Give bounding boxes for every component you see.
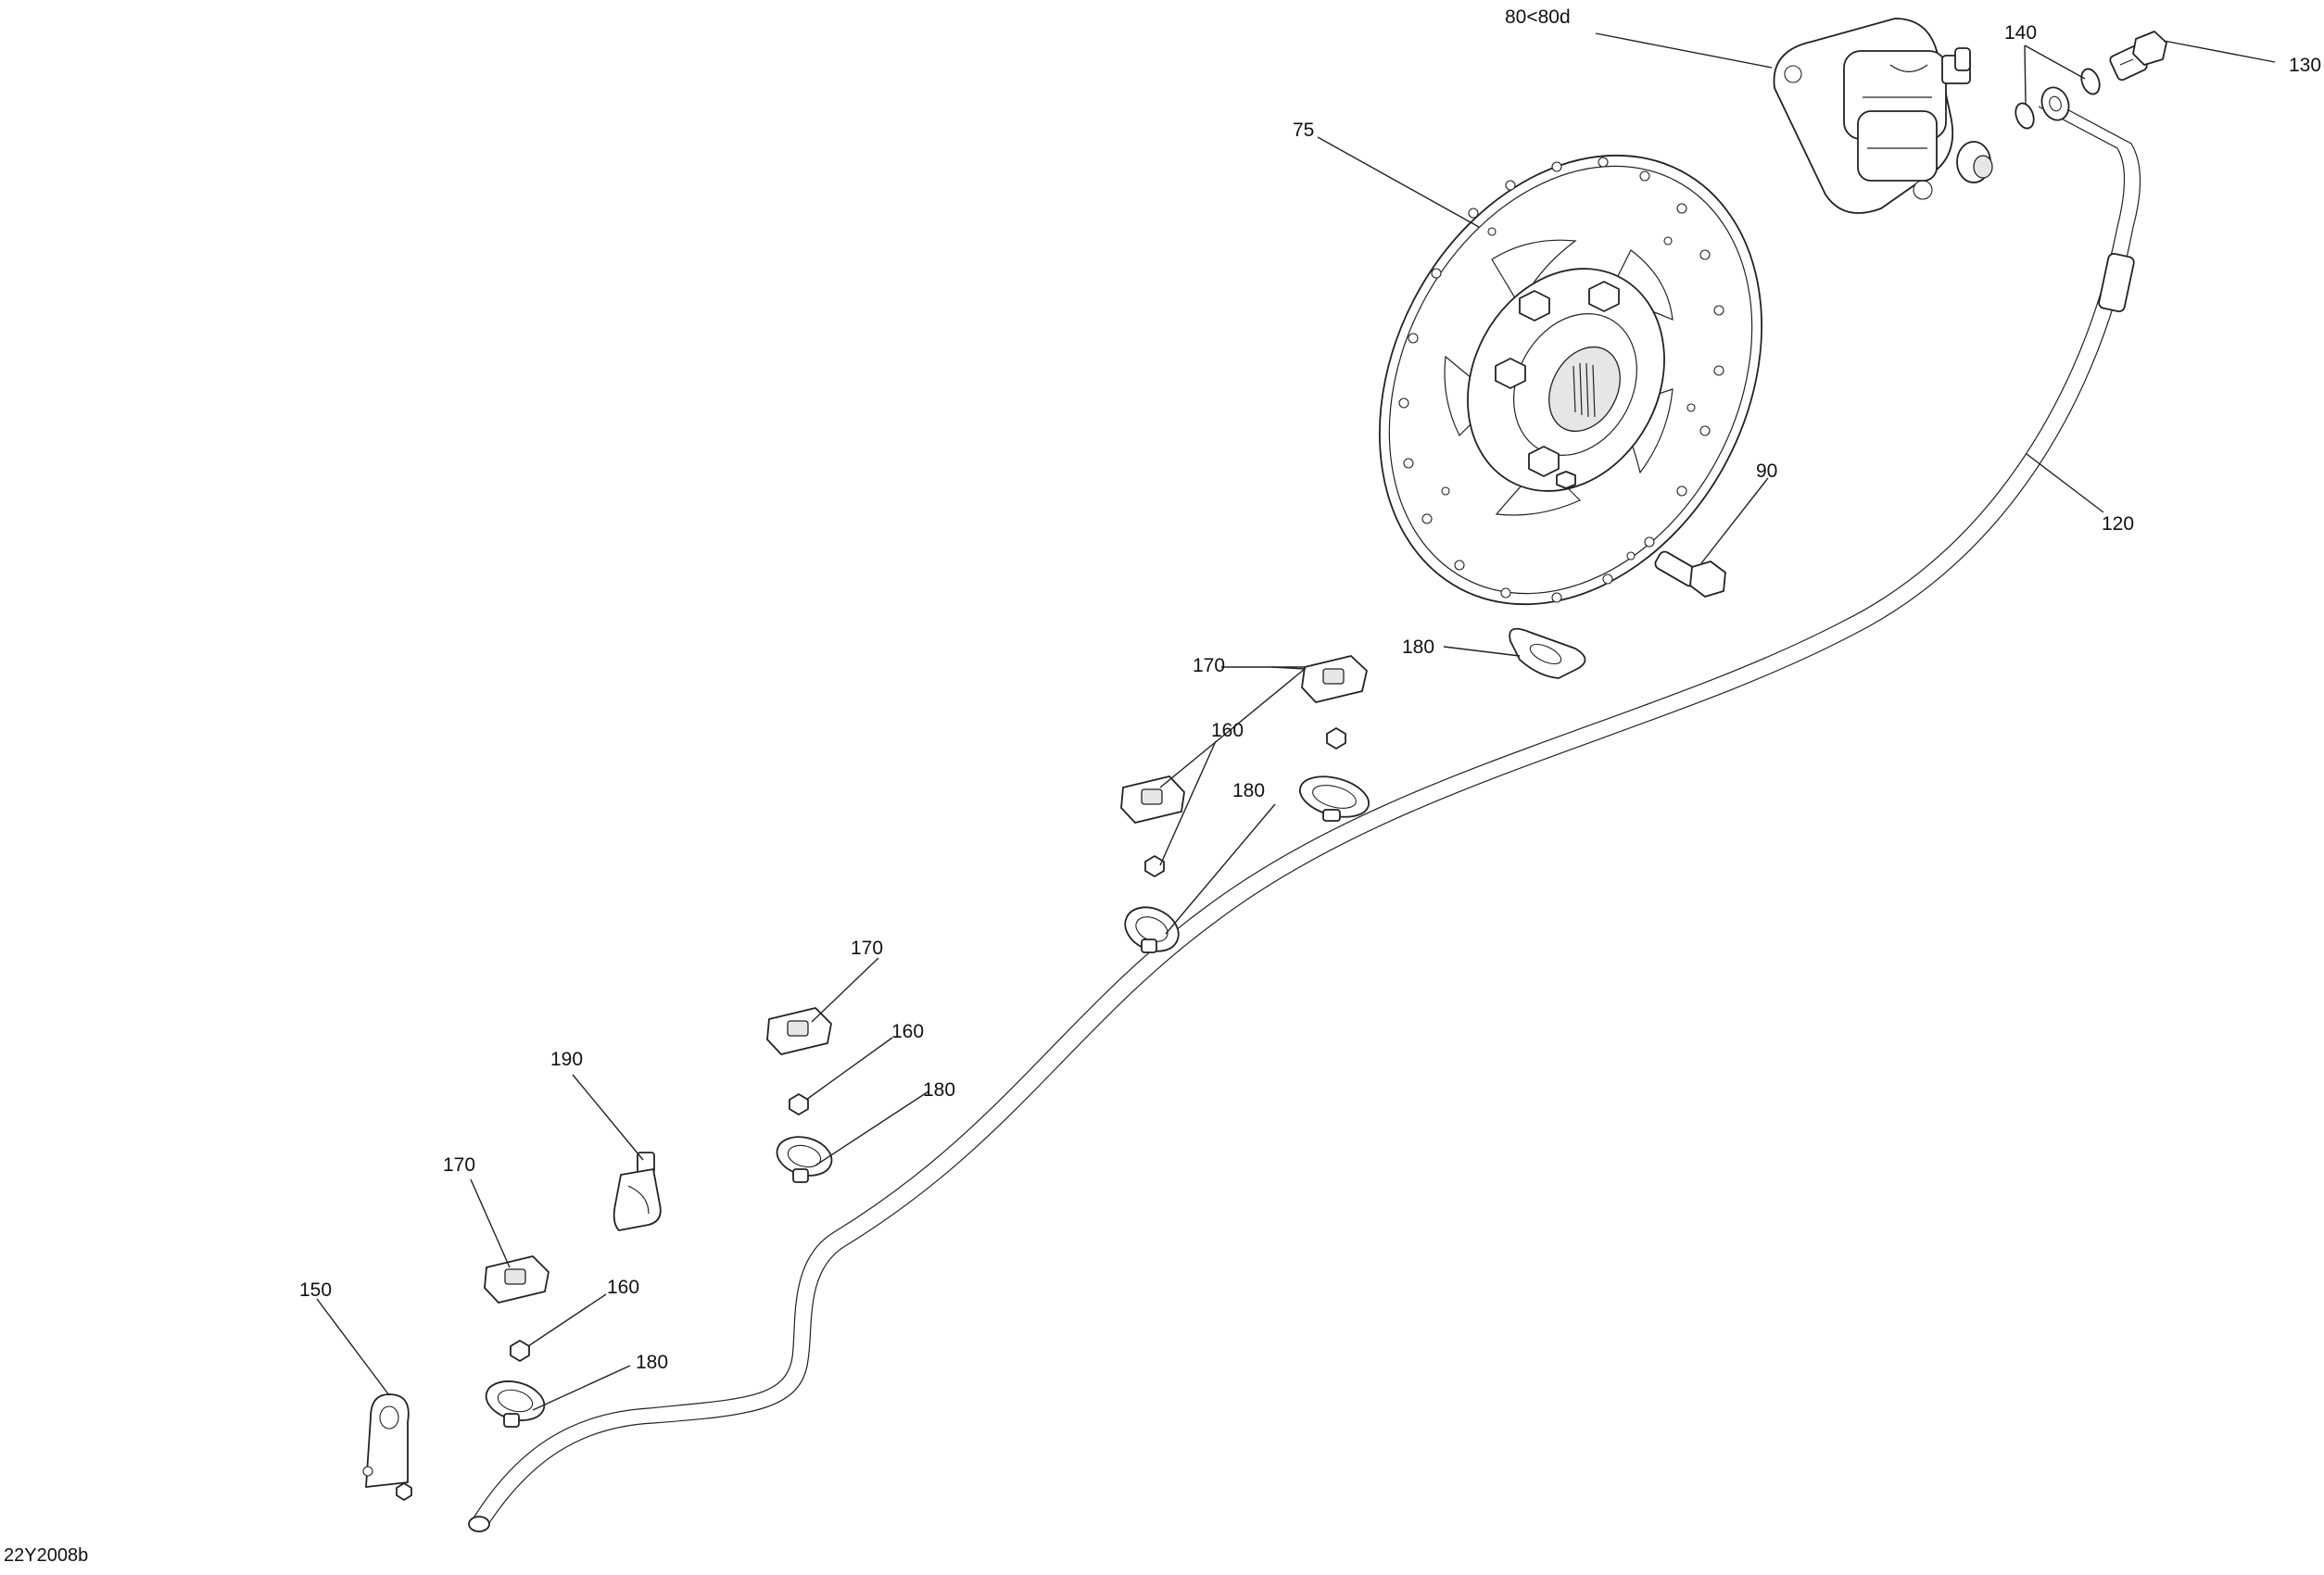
callout-90: 90	[1756, 460, 1777, 482]
drawing-reference-code: 22Y2008b	[4, 1545, 89, 1566]
clip-nut-4	[510, 1340, 530, 1362]
brake-disc	[1379, 154, 1762, 606]
callout-180-top: 180	[1402, 636, 1434, 658]
brake-hose	[468, 99, 2141, 1532]
callout-160-top: 160	[1211, 720, 1244, 741]
callout-170-top: 170	[1193, 655, 1225, 676]
hose-grommet-3	[1124, 906, 1180, 953]
callout-140: 140	[2004, 22, 2037, 44]
callout-180-upper: 180	[1232, 780, 1265, 801]
disc-cooling-holes	[1398, 157, 1724, 603]
caliper-bolt	[1654, 550, 1726, 598]
clip-nut-1	[1326, 727, 1346, 750]
callout-170-bottom: 170	[443, 1154, 475, 1176]
hose-grommet-1	[1509, 627, 1586, 679]
callout-180-lower: 180	[923, 1079, 955, 1101]
callout-180-bottom: 180	[636, 1352, 668, 1373]
clip-nut-2	[1144, 855, 1165, 877]
callout-labels: 75 80<80d 90 120 130 140 150 160 160 160…	[299, 6, 2321, 1373]
callout-170-middle: 170	[851, 938, 883, 959]
callout-160-bottom: 160	[607, 1277, 639, 1298]
callout-190: 190	[550, 1049, 583, 1070]
hose-clip-2	[1120, 775, 1185, 824]
callout-75: 75	[1293, 120, 1314, 141]
hose-clip-1	[1301, 655, 1368, 703]
hose-grommet-4	[776, 1136, 833, 1183]
hub-splines	[1572, 362, 1596, 418]
hose-clip-3	[766, 1007, 832, 1055]
callout-130: 130	[2289, 55, 2321, 76]
hose-clip-4	[484, 1255, 549, 1304]
banjo-fitting	[2015, 31, 2167, 130]
hose-support	[613, 1152, 662, 1231]
callout-120: 120	[2102, 513, 2134, 535]
callout-160-middle: 160	[891, 1021, 924, 1042]
brake-caliper	[1773, 18, 1993, 214]
callout-150: 150	[299, 1279, 332, 1301]
hose-clamp	[362, 1393, 412, 1501]
leader-lines	[316, 32, 2276, 1411]
clip-nut-3	[789, 1093, 809, 1115]
hose-grommet-2	[1299, 775, 1370, 822]
callout-80: 80<80d	[1505, 6, 1571, 28]
hose-grommet-5	[485, 1380, 546, 1428]
